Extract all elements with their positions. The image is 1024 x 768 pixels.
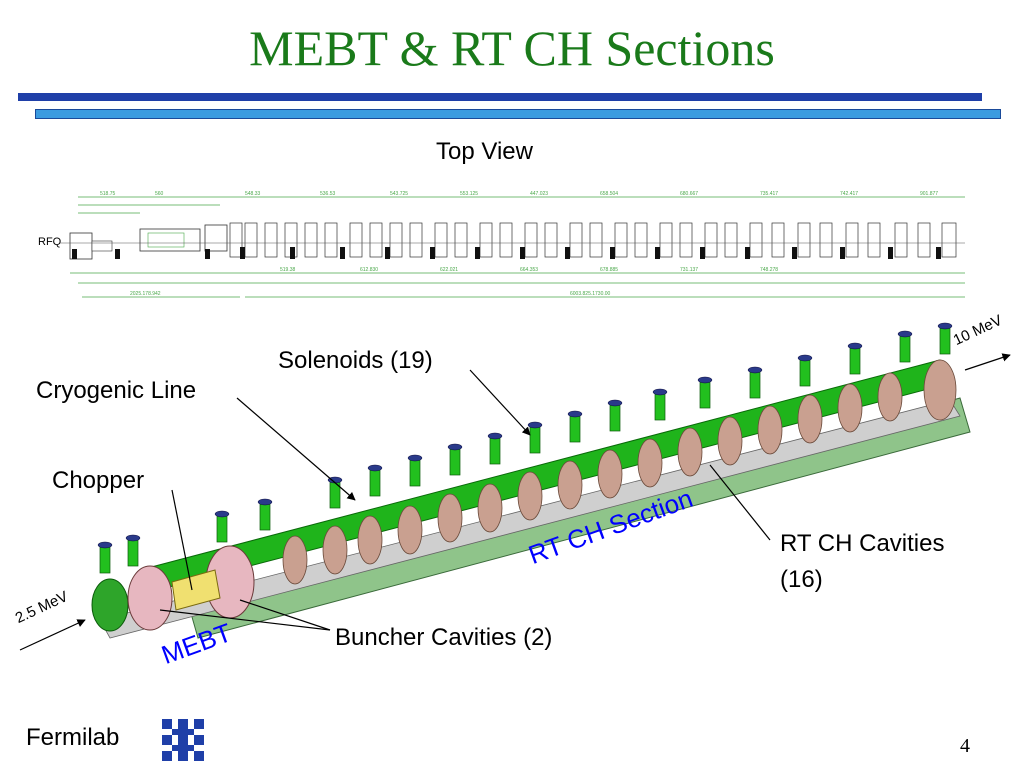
title-rule-light — [35, 109, 1001, 119]
svg-text:518.75: 518.75 — [100, 191, 116, 197]
solenoids-label: Solenoids (19) — [278, 347, 433, 374]
svg-text:678.885: 678.885 — [600, 267, 618, 273]
svg-text:2025.178.942: 2025.178.942 — [130, 291, 161, 297]
svg-text:731.137: 731.137 — [680, 267, 698, 273]
svg-text:553.125: 553.125 — [460, 191, 478, 197]
slide-title: MEBT & RT CH Sections — [249, 20, 775, 76]
svg-text:536.53: 536.53 — [320, 191, 336, 197]
rfq-label: RFQ — [38, 236, 62, 248]
svg-text:543.725: 543.725 — [390, 191, 408, 197]
top-view-caption: Top View — [436, 138, 533, 165]
svg-text:735.417: 735.417 — [760, 191, 778, 197]
svg-text:447.023: 447.023 — [530, 191, 548, 197]
rt-ch-cavities-count: (16) — [780, 566, 823, 593]
buncher-cavities-label: Buncher Cavities (2) — [335, 624, 553, 651]
top-view-drawing: 518.75 560 548.33 536.53 543.725 553.125 447… — [60, 191, 965, 298]
svg-text:612.830: 612.830 — [360, 267, 378, 273]
cryogenic-line-label: Cryogenic Line — [36, 377, 197, 404]
svg-text:658.504: 658.504 — [600, 191, 618, 197]
svg-text:680.667: 680.667 — [680, 191, 698, 197]
svg-text:664.353: 664.353 — [520, 267, 538, 273]
fermilab-logo-icon — [162, 719, 204, 761]
svg-text:560: 560 — [155, 191, 164, 197]
svg-text:748.278: 748.278 — [760, 267, 778, 273]
svg-text:901.877: 901.877 — [920, 191, 938, 197]
footer-org: Fermilab — [26, 724, 120, 751]
svg-text:519.38: 519.38 — [280, 267, 296, 273]
svg-text:6003.825.1730.00: 6003.825.1730.00 — [570, 291, 611, 297]
chopper-label: Chopper — [52, 467, 145, 494]
beamline-3d-drawing — [91, 322, 971, 639]
svg-text:548.33: 548.33 — [245, 191, 261, 197]
svg-text:742.417: 742.417 — [840, 191, 858, 197]
page-number: 4 — [960, 735, 970, 757]
rt-ch-cavities-label: RT CH Cavities — [780, 530, 945, 557]
svg-text:622.021: 622.021 — [440, 267, 458, 273]
title-rule-dark — [18, 93, 982, 101]
